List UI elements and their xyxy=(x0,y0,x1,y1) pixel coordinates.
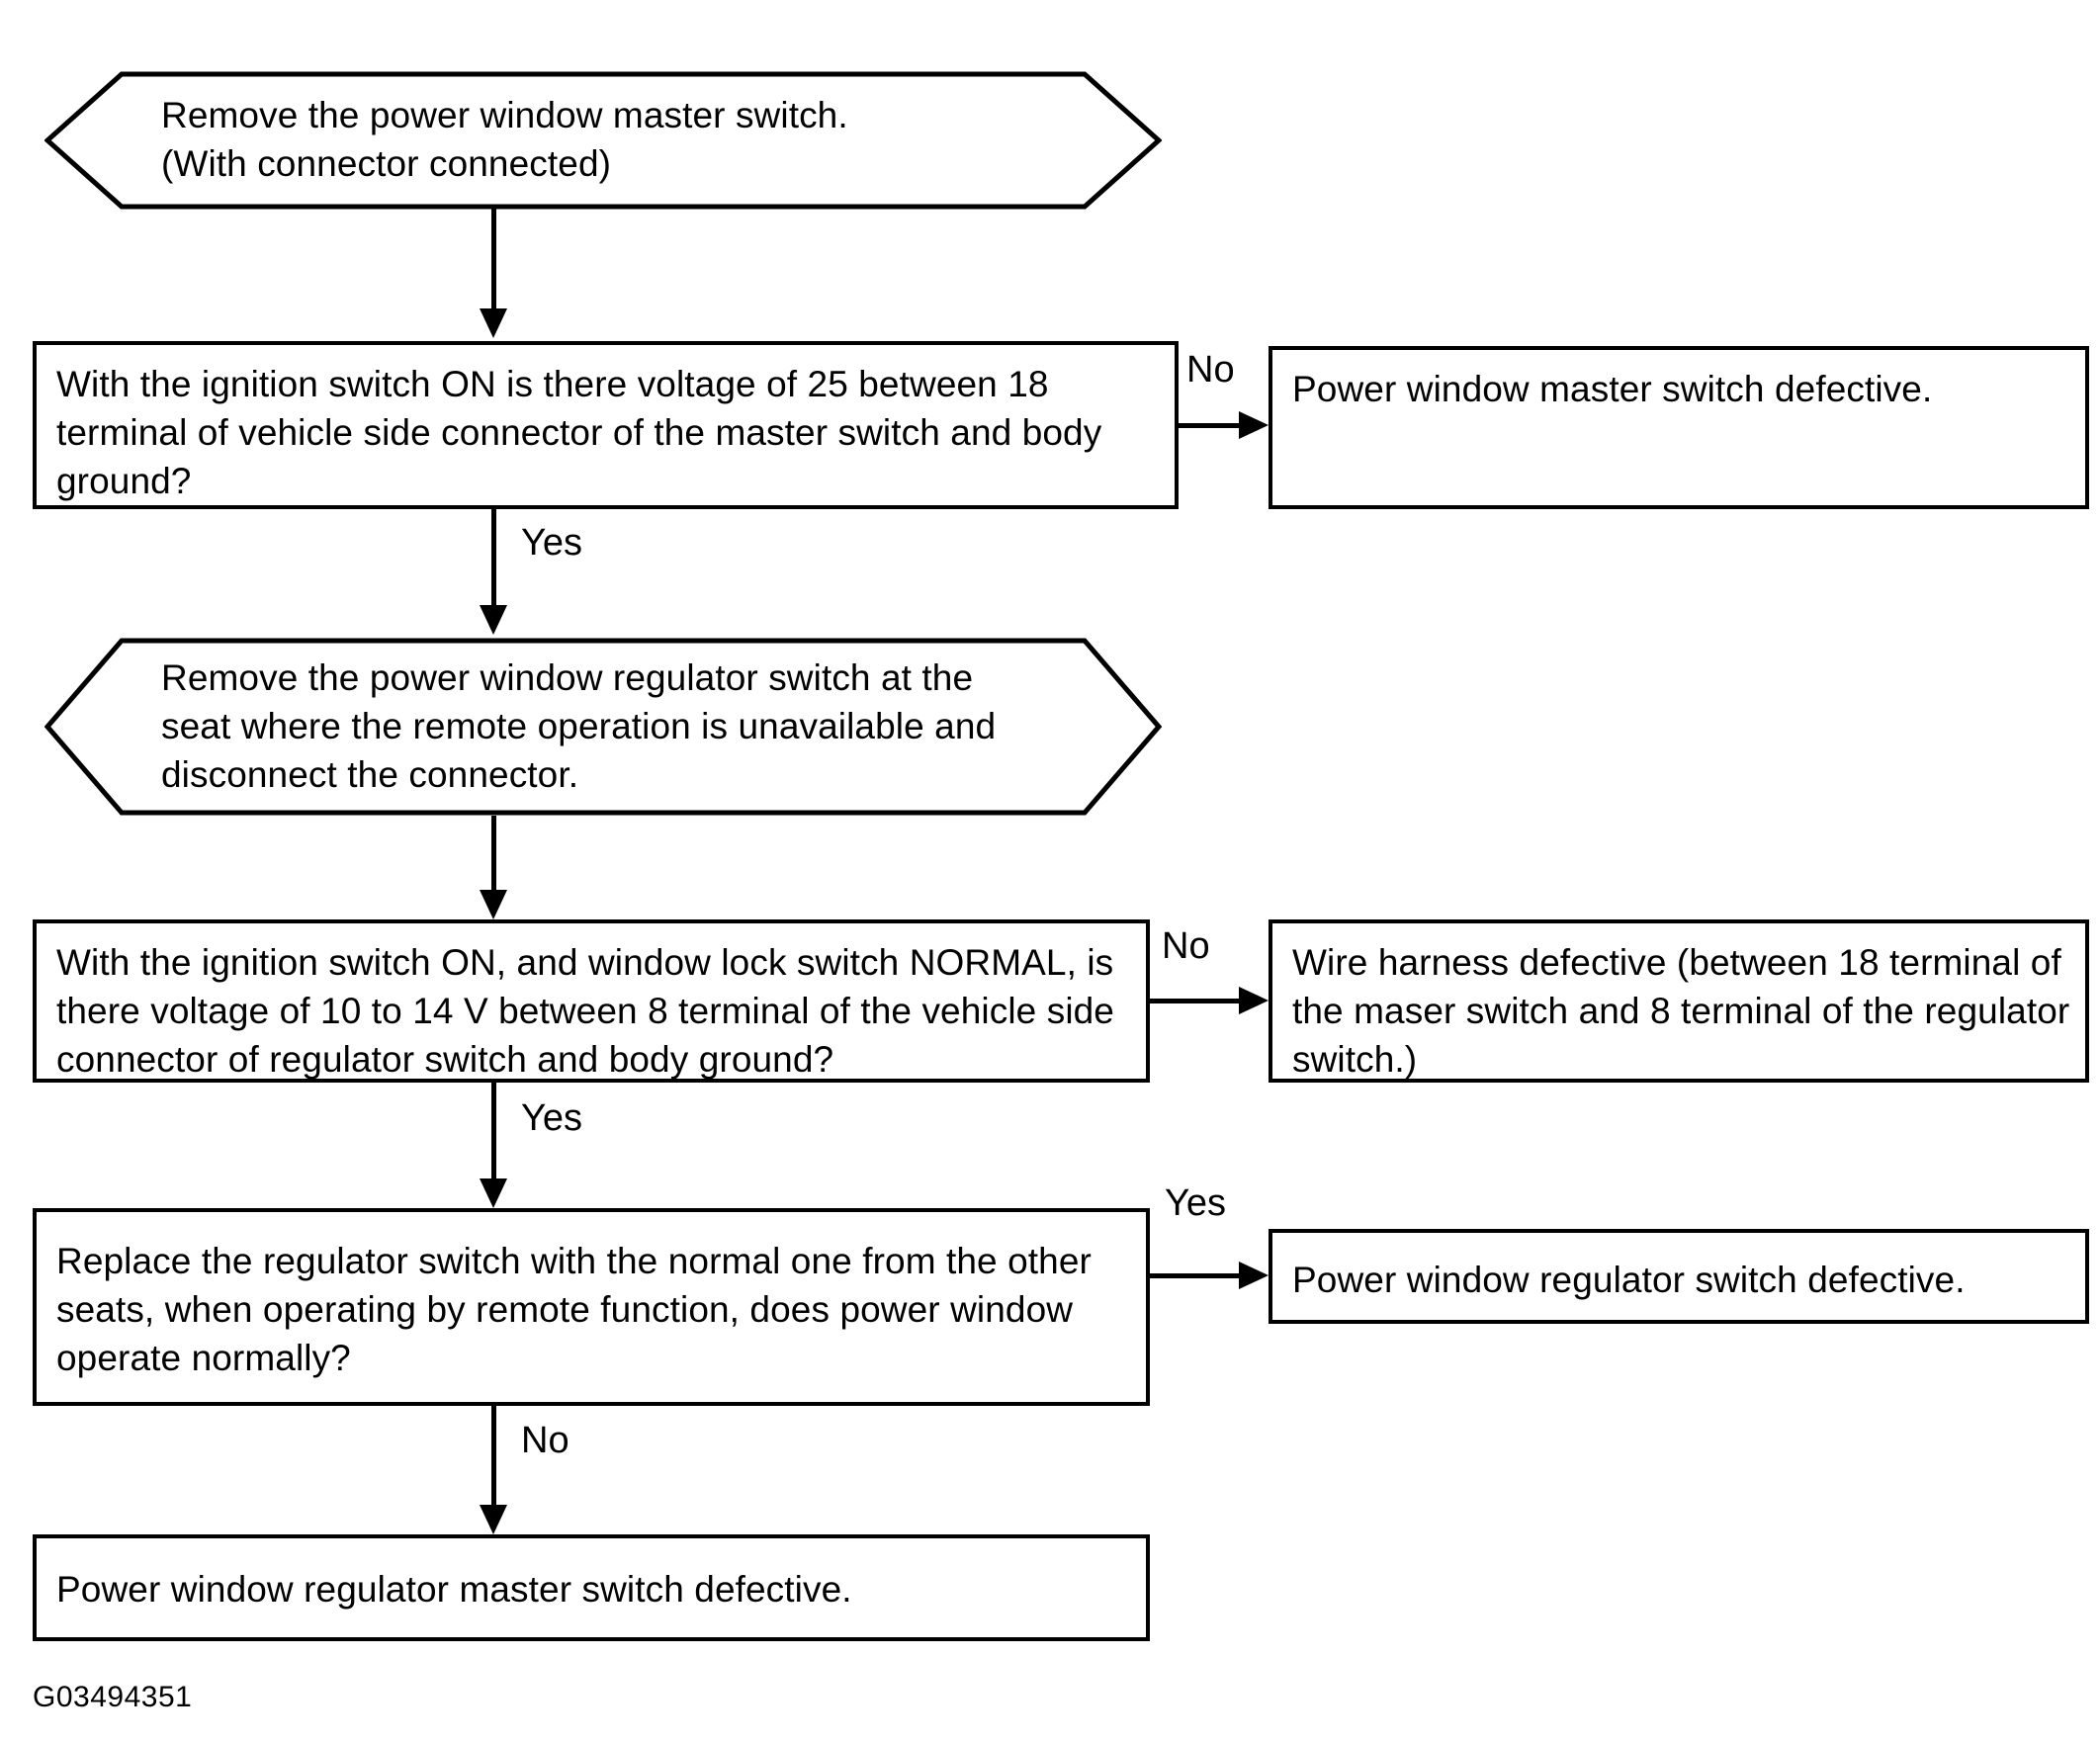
connector-step2-to-decision2 xyxy=(491,816,496,893)
node-result3-text: Power window regulator switch defective. xyxy=(1292,1260,1966,1300)
branch-label-decision1-yes: Yes xyxy=(521,522,582,564)
connector-decision1-to-result1 xyxy=(1179,423,1243,428)
connector-decision1-to-step2 xyxy=(491,509,496,608)
hexagon-outline-start xyxy=(44,71,1162,210)
node-result4-text: Power window regulator master switch def… xyxy=(56,1569,852,1610)
node-decision1: With the ignition switch ON is there vol… xyxy=(33,341,1179,509)
node-decision2: With the ignition switch ON, and window … xyxy=(33,919,1150,1083)
node-step2-hexagon: Remove the power window regulator switch… xyxy=(44,638,1162,816)
arrowhead-decision1-to-result1 xyxy=(1239,411,1269,439)
node-result2: Wire harness defective (between 18 termi… xyxy=(1269,919,2089,1083)
connector-decision3-to-result3 xyxy=(1150,1273,1244,1278)
node-start-text: Remove the power window master switch. (… xyxy=(161,95,848,184)
branch-label-decision3-yes: Yes xyxy=(1165,1182,1226,1224)
node-decision3-text: Replace the regulator switch with the no… xyxy=(56,1241,1092,1378)
node-result1-text: Power window master switch defective. xyxy=(1292,369,1933,409)
node-start-hexagon: Remove the power window master switch. (… xyxy=(44,71,1162,210)
arrowhead-step2-to-decision2 xyxy=(480,890,507,919)
arrowhead-decision2-to-decision3 xyxy=(480,1178,507,1208)
connector-decision2-to-result2 xyxy=(1150,999,1244,1003)
hexagon-outline-step2 xyxy=(44,638,1162,816)
node-decision1-text: With the ignition switch ON is there vol… xyxy=(56,364,1102,501)
branch-label-decision3-no: No xyxy=(521,1420,569,1461)
node-decision3: Replace the regulator switch with the no… xyxy=(33,1208,1150,1406)
connector-decision3-to-result4 xyxy=(491,1406,496,1508)
node-decision2-text: With the ignition switch ON, and window … xyxy=(56,942,1114,1080)
connector-start-to-decision1 xyxy=(491,208,496,311)
figure-id-label: G03494351 xyxy=(33,1681,193,1713)
node-result3: Power window regulator switch defective. xyxy=(1269,1229,2089,1324)
arrowhead-decision2-to-result2 xyxy=(1239,987,1269,1014)
connector-decision2-to-decision3 xyxy=(491,1083,496,1181)
arrowhead-decision3-to-result3 xyxy=(1239,1262,1269,1289)
node-result4: Power window regulator master switch def… xyxy=(33,1534,1150,1641)
branch-label-decision1-no: No xyxy=(1186,349,1235,391)
arrowhead-decision3-to-result4 xyxy=(480,1505,507,1534)
node-result1: Power window master switch defective. xyxy=(1269,346,2089,509)
arrowhead-decision1-to-step2 xyxy=(480,605,507,635)
arrowhead-start-to-decision1 xyxy=(480,308,507,338)
node-result2-text: Wire harness defective (between 18 termi… xyxy=(1292,942,2070,1080)
branch-label-decision2-no: No xyxy=(1162,925,1210,967)
branch-label-decision2-yes: Yes xyxy=(521,1097,582,1139)
node-step2-text: Remove the power window regulator switch… xyxy=(161,656,997,795)
